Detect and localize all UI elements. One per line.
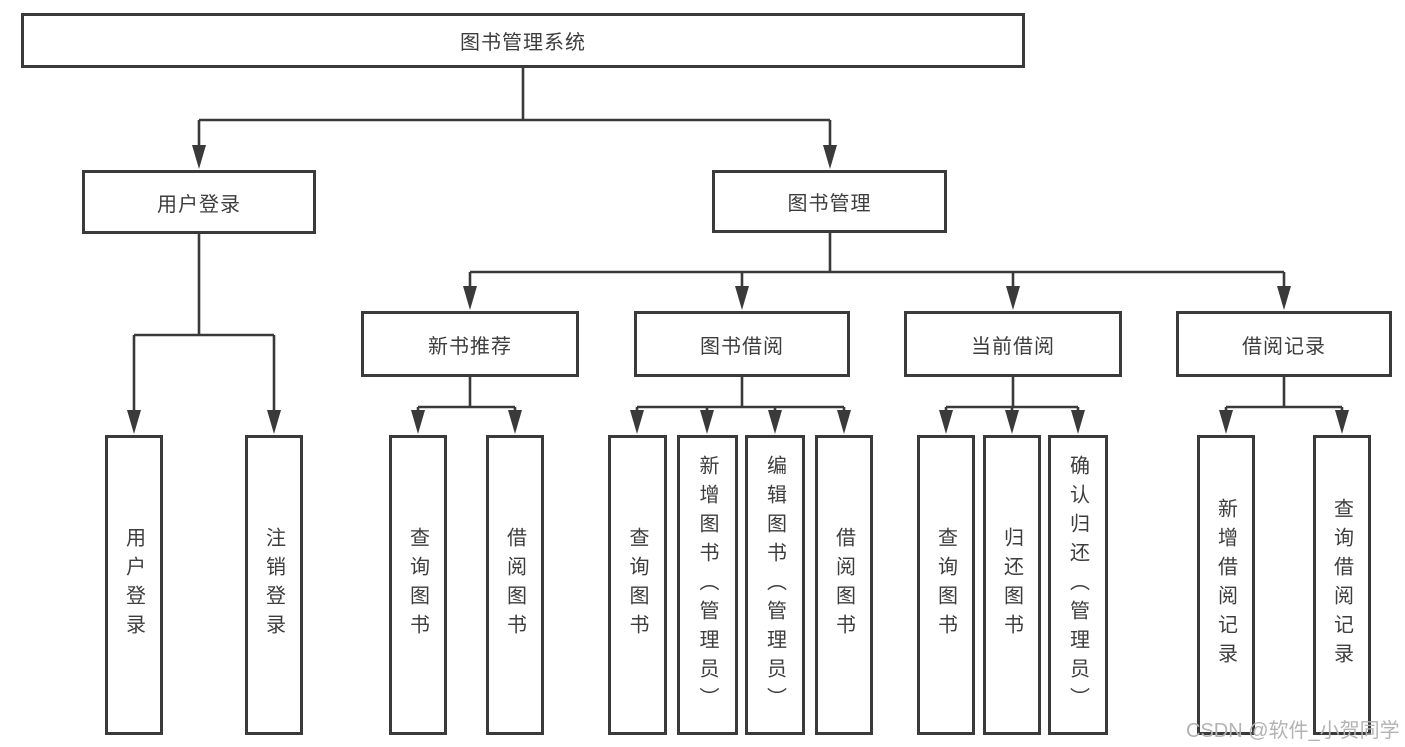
arrowhead xyxy=(1006,286,1020,310)
leaf-label: 编辑图书（管理员） xyxy=(763,454,786,716)
leaf-label: 确认归还（管理员） xyxy=(1066,454,1089,716)
leaf-label: 归还图书 xyxy=(1000,527,1023,643)
arrowhead xyxy=(1005,410,1019,434)
leaf-query-borrow-record: 查询借阅记录 xyxy=(1313,435,1371,735)
leaf-label: 查询图书 xyxy=(406,527,429,643)
connector-root-to-level2 xyxy=(192,68,837,169)
connector-recommend-to-leaves xyxy=(411,377,522,434)
connector-borrowing-to-leaves xyxy=(630,377,851,434)
node-user-login: 用户登录 xyxy=(82,170,316,234)
node-current-borrowing: 当前借阅 xyxy=(904,311,1122,377)
leaf-recommend-query-books: 查询图书 xyxy=(389,435,447,735)
leaf-add-borrow-record: 新增借阅记录 xyxy=(1197,435,1255,735)
node-book-borrowing: 图书借阅 xyxy=(634,311,850,377)
leaf-label: 查询图书 xyxy=(626,527,648,643)
connector-login-to-leaves xyxy=(127,234,281,434)
leaf-recommend-borrow-books: 借阅图书 xyxy=(486,435,544,735)
leaf-return-books: 归还图书 xyxy=(983,435,1041,735)
arrowhead xyxy=(463,286,477,310)
leaf-edit-books-admin: 编辑图书（管理员） xyxy=(745,435,805,735)
leaf-logout-login: 注销登录 xyxy=(245,435,303,735)
watermark: CSDN @软件_小贺同学 xyxy=(1186,720,1400,742)
leaf-label: 用户登录 xyxy=(122,527,145,643)
arrowhead xyxy=(1335,410,1349,434)
connector-current-to-leaves xyxy=(939,377,1085,434)
leaf-current-query-books: 查询图书 xyxy=(917,435,975,735)
arrowhead xyxy=(192,145,206,169)
arrowhead xyxy=(267,410,281,434)
leaf-borrow-books: 借阅图书 xyxy=(815,435,873,735)
leaf-label: 借阅图书 xyxy=(503,527,526,643)
leaf-label: 新增借阅记录 xyxy=(1214,498,1237,672)
arrowhead xyxy=(939,410,953,434)
leaf-label: 新增图书（管理员） xyxy=(696,454,718,716)
leaf-borrow-query-books: 查询图书 xyxy=(608,435,667,735)
connector-records-to-leaves xyxy=(1219,377,1349,434)
node-library-system: 图书管理系统 xyxy=(21,13,1025,68)
arrowhead xyxy=(700,410,714,434)
node-borrowing-records: 借阅记录 xyxy=(1176,311,1392,377)
connector-bookmgmt-to-level3 xyxy=(463,233,1291,310)
arrowhead xyxy=(411,410,425,434)
arrowhead xyxy=(127,410,141,434)
arrowhead xyxy=(735,286,749,310)
arrowhead xyxy=(630,410,644,434)
arrowhead xyxy=(837,410,851,434)
leaf-label: 查询图书 xyxy=(934,527,957,643)
arrowhead xyxy=(508,410,522,434)
arrowhead xyxy=(1277,286,1291,310)
leaf-label: 借阅图书 xyxy=(832,527,855,643)
node-book-management: 图书管理 xyxy=(712,170,947,233)
leaf-user-login: 用户登录 xyxy=(105,435,163,735)
node-new-book-recommend: 新书推荐 xyxy=(361,311,579,377)
leaf-label: 查询借阅记录 xyxy=(1330,498,1353,672)
arrowhead xyxy=(768,410,782,434)
arrowhead xyxy=(1219,410,1233,434)
leaf-label: 注销登录 xyxy=(262,527,285,643)
arrowhead xyxy=(823,145,837,169)
arrowhead xyxy=(1071,410,1085,434)
leaf-confirm-return-admin: 确认归还（管理员） xyxy=(1048,435,1108,735)
leaf-add-books-admin: 新增图书（管理员） xyxy=(677,435,738,735)
